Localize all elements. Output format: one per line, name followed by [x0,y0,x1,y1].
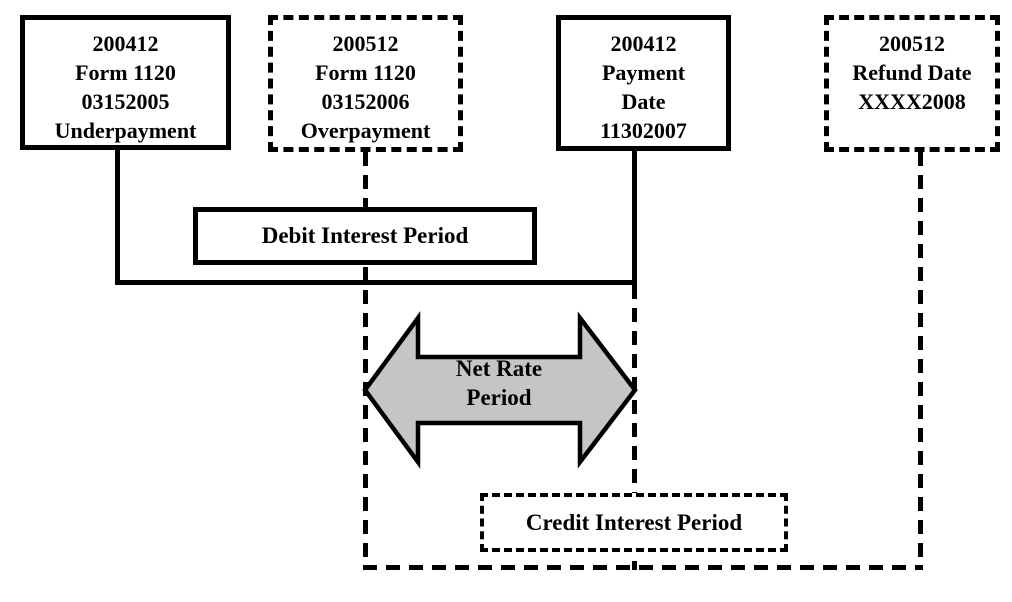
credit-interest-period-label: Credit Interest Period [525,509,743,535]
box-line: XXXX2008 [858,89,966,114]
payment-date-connector-line [632,148,637,285]
net-rate-double-arrow-icon [358,308,642,472]
net-rate-label-line: Net Rate [455,356,543,381]
box-line: 200512 [332,31,399,56]
event-box-overpayment: 200512 Form 1120 03152006 Overpayment [268,15,463,152]
underpayment-connector-line [115,148,120,285]
debit-interest-period-box: Debit Interest Period [193,207,537,265]
net-rate-label-line: Period [466,385,532,410]
credit-interest-period-box: Credit Interest Period [480,493,788,552]
debit-period-horizontal-line [115,280,637,285]
box-line: 200412 [92,31,159,56]
refund-date-dashed-line [918,152,923,570]
box-line: Overpayment [300,118,431,143]
box-line: 11302007 [600,118,687,143]
event-box-underpayment: 200412 Form 1120 03152005 Underpayment [20,15,231,150]
box-line: Form 1120 [75,60,176,85]
box-line: 200512 [879,31,945,56]
event-box-payment-date: 200412 Payment Date 11302007 [556,15,731,151]
debit-interest-period-label: Debit Interest Period [261,223,469,248]
event-box-refund-date: 200512 Refund Date XXXX2008 [824,15,1000,152]
net-rate-period-label: Net Rate Period [418,354,580,412]
box-line: 03152005 [81,89,170,114]
box-line: Date [621,89,666,114]
box-line: Payment [601,60,686,85]
payment-date-dashed-line [632,285,637,570]
box-line: 200412 [610,31,677,56]
overpayment-dashed-line [363,152,368,570]
box-line: Refund Date [852,60,972,85]
box-line: 03152006 [321,89,410,114]
credit-period-horizontal-dashed-line [363,565,923,570]
box-line: Form 1120 [315,60,416,85]
box-line: Underpayment [54,118,197,143]
